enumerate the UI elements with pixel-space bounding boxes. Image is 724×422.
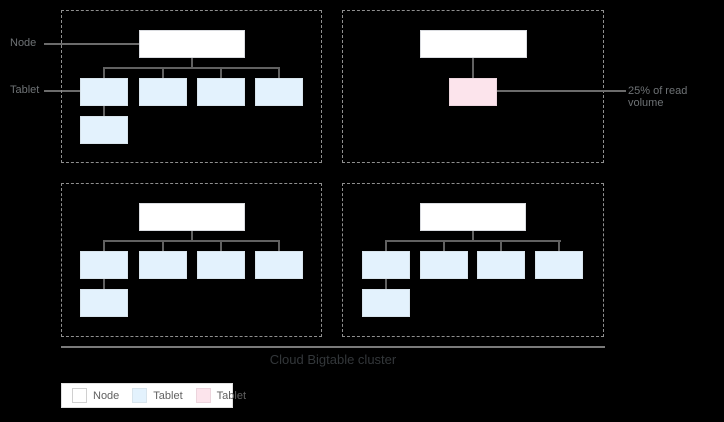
cluster-line	[61, 346, 605, 348]
tablet-pointer-line	[44, 90, 80, 92]
tablet-swatch	[132, 388, 148, 403]
cluster-title: Cloud Bigtable cluster	[269, 352, 397, 367]
connector-line	[220, 68, 222, 78]
legend: Node Tablet Tablet	[61, 383, 246, 408]
legend-item-hot-tablet: Tablet	[195, 388, 247, 403]
node-zone-4	[342, 183, 604, 337]
node-box	[139, 203, 245, 231]
connector-line	[472, 58, 474, 78]
tablet-box	[80, 116, 128, 144]
connector-line	[472, 231, 474, 241]
legend-item-tablet: Tablet	[132, 388, 183, 403]
connector-line	[103, 106, 105, 116]
tablet-box	[80, 78, 128, 106]
tablet-box	[80, 251, 128, 279]
tablet-box	[139, 251, 187, 279]
tablet-box	[362, 289, 410, 317]
connector-line	[162, 241, 164, 251]
hot-tablet-pointer-line	[497, 90, 626, 92]
tablet-box	[139, 78, 187, 106]
connector-line	[103, 241, 105, 251]
connector-line	[385, 241, 387, 251]
legend-label: Tablet	[153, 389, 183, 402]
node-box	[420, 203, 526, 231]
connector-line	[385, 240, 561, 242]
node-box	[139, 30, 245, 58]
connector-line	[220, 241, 222, 251]
node-zone-3	[61, 183, 322, 337]
connector-line	[103, 68, 105, 78]
tablet-label: Tablet	[10, 84, 40, 96]
tablet-box	[197, 251, 245, 279]
legend-item-node: Node	[72, 388, 119, 403]
hot-tablet-swatch	[195, 388, 211, 403]
tablet-box	[535, 251, 583, 279]
connector-line	[385, 279, 387, 289]
connector-line	[191, 58, 193, 68]
node-box	[420, 30, 527, 58]
connector-line	[191, 231, 193, 241]
node-zone-1	[61, 10, 322, 163]
connector-line	[558, 241, 560, 251]
tablet-box	[255, 78, 303, 106]
node-zone-2	[342, 10, 604, 163]
tablet-box	[255, 251, 303, 279]
legend-label: Tablet	[216, 389, 247, 402]
connector-line	[443, 241, 445, 251]
connector-line	[278, 68, 280, 78]
tablet-box	[477, 251, 525, 279]
node-swatch	[72, 388, 87, 403]
tablet-box	[420, 251, 468, 279]
connector-line	[500, 241, 502, 251]
tablet-box	[80, 289, 128, 317]
tablet-box	[197, 78, 245, 106]
connector-line	[103, 279, 105, 289]
connector-line	[103, 240, 280, 242]
connector-line	[162, 68, 164, 78]
connector-line	[278, 241, 280, 251]
connector-line	[103, 67, 280, 69]
hot-tablet-box	[449, 78, 497, 106]
tablet-box	[362, 251, 410, 279]
node-label: Node	[10, 37, 37, 49]
hot-tablet-annotation: 25% of read volume	[628, 85, 688, 109]
node-pointer-line	[44, 43, 139, 45]
legend-label: Node	[93, 389, 120, 402]
